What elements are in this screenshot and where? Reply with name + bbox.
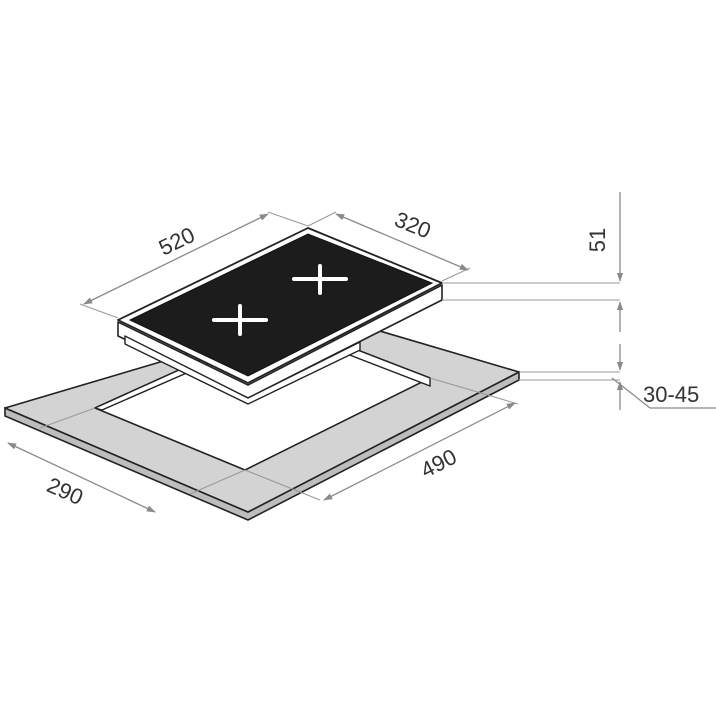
label-worktop-thickness: 30-45 bbox=[643, 382, 699, 407]
label-cutout-width: 290 bbox=[43, 472, 87, 510]
burner-rear bbox=[292, 264, 348, 295]
label-hob-length: 520 bbox=[155, 222, 199, 261]
burner-front bbox=[212, 304, 268, 336]
hob-base bbox=[124, 335, 361, 405]
label-hob-height: 51 bbox=[585, 228, 610, 252]
dim-hob-height: 51 bbox=[442, 192, 624, 332]
dim-worktop-thickness: 30-45 bbox=[519, 344, 716, 410]
label-hob-width: 320 bbox=[391, 207, 434, 244]
